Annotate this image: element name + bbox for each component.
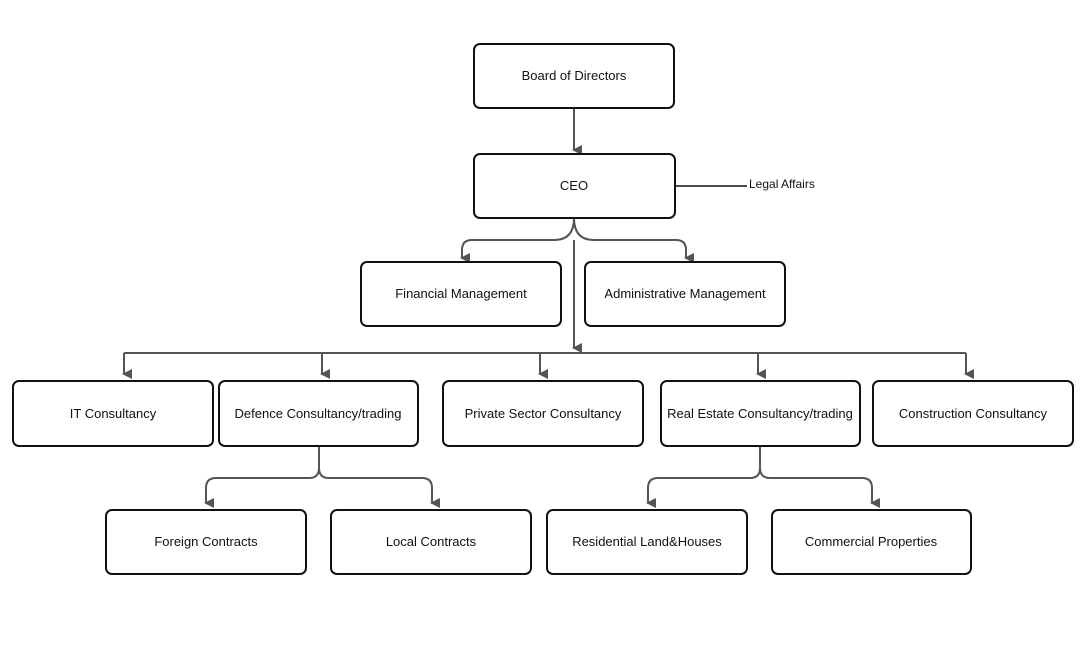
node-foreign-contracts: Foreign Contracts [105,509,307,575]
node-label: Administrative Management [604,286,766,301]
node-label: IT Consultancy [70,406,157,421]
node-label: Defence Consultancy/trading [235,406,402,421]
node-label: CEO [560,178,588,193]
node-label: Financial Management [395,286,527,301]
node-it-consultancy: IT Consultancy [12,380,214,447]
connector-defence-foreign [204,447,320,508]
node-commercial-properties: Commercial Properties [771,509,972,575]
node-label: Local Contracts [386,534,477,549]
node-construction-consultancy: Construction Consultancy [872,380,1074,447]
node-label: Residential Land&Houses [572,534,722,549]
connector-ceo-administrative [573,217,694,263]
node-defence-consultancy: Defence Consultancy/trading [218,380,419,447]
node-ceo: CEO [473,153,676,219]
legal-affairs-label: Legal Affairs [749,177,815,191]
connector-defence-local [318,467,440,508]
node-private-sector-consultancy: Private Sector Consultancy [442,380,644,447]
connector-ceo-financial [460,217,575,263]
connectors [122,108,974,508]
connector-realestate-residential [646,447,761,508]
node-administrative-management: Administrative Management [584,261,786,327]
node-label: Foreign Contracts [154,534,258,549]
connector-realestate-commercial [759,467,880,508]
node-label: Private Sector Consultancy [465,406,622,421]
node-financial-management: Financial Management [360,261,562,327]
node-residential-land-houses: Residential Land&Houses [546,509,748,575]
node-label: Construction Consultancy [899,406,1048,421]
node-local-contracts: Local Contracts [330,509,532,575]
node-label: Real Estate Consultancy/trading [667,406,853,421]
node-label: Board of Directors [522,68,627,83]
node-board-of-directors: Board of Directors [473,43,675,109]
node-label: Commercial Properties [805,534,938,549]
node-real-estate-consultancy: Real Estate Consultancy/trading [660,380,861,447]
